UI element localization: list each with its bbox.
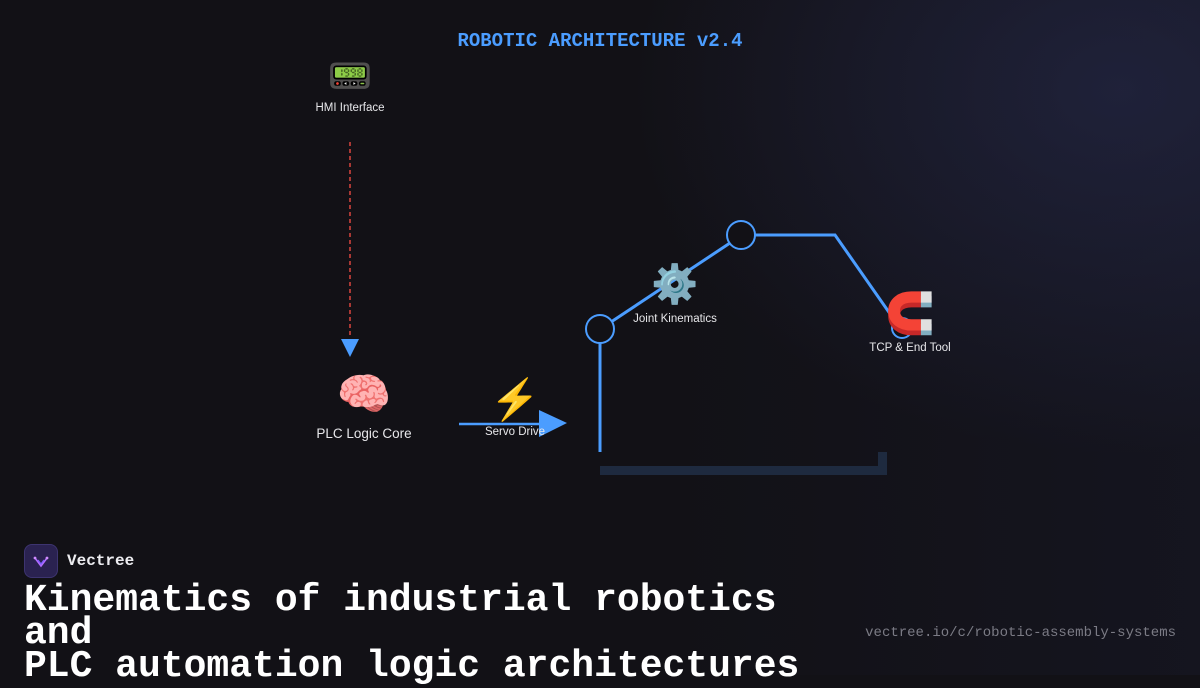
plc-to-servo-arrowhead	[539, 410, 567, 437]
kinematics-label: Joint Kinematics	[633, 313, 717, 325]
source-url: vectree.io/c/robotic-assembly-systems	[865, 625, 1176, 641]
pager-icon: 📟	[327, 55, 373, 96]
brain-icon: 🧠	[336, 370, 392, 419]
gear-icon: ⚙️	[651, 264, 699, 306]
tcp-label: TCP & End Tool	[869, 342, 951, 354]
brand-name: Vectree	[67, 552, 135, 570]
node-joint-kinematics: ⚙️ Joint Kinematics	[633, 266, 717, 325]
brand: Vectree	[24, 544, 134, 578]
node-servo-drive: ⚡ Servo Drive	[485, 380, 545, 438]
headline-line-1: Kinematics of industrial robotics and	[24, 579, 777, 655]
headline: Kinematics of industrial robotics and PL…	[24, 579, 864, 688]
node-plc-logic-core: 🧠 PLC Logic Core	[316, 370, 412, 442]
hmi-label: HMI Interface	[315, 102, 385, 114]
robot-joint-tcp	[891, 317, 913, 339]
lightning-icon: ⚡	[490, 378, 540, 422]
vectree-logo-icon	[24, 544, 58, 578]
diagram-title: ROBOTIC ARCHITECTURE v2.4	[457, 30, 743, 52]
magnet-icon: 🧲	[885, 292, 935, 336]
node-hmi-interface: 📟 HMI Interface	[315, 55, 385, 115]
robot-base	[600, 452, 887, 475]
hmi-to-plc-arrowhead	[341, 339, 359, 357]
robot-joint-1	[585, 314, 615, 344]
headline-line-2: PLC automation logic architectures	[24, 645, 800, 688]
robot-joint-2	[726, 220, 756, 250]
robot-link-2	[755, 233, 895, 319]
servo-label: Servo Drive	[484, 426, 546, 438]
vectree-logo-mark	[33, 556, 49, 568]
robot-link-1	[610, 241, 731, 324]
node-tcp-end-tool: 🧲 TCP & End Tool	[869, 294, 950, 354]
plc-label: PLC Logic Core	[316, 426, 412, 441]
